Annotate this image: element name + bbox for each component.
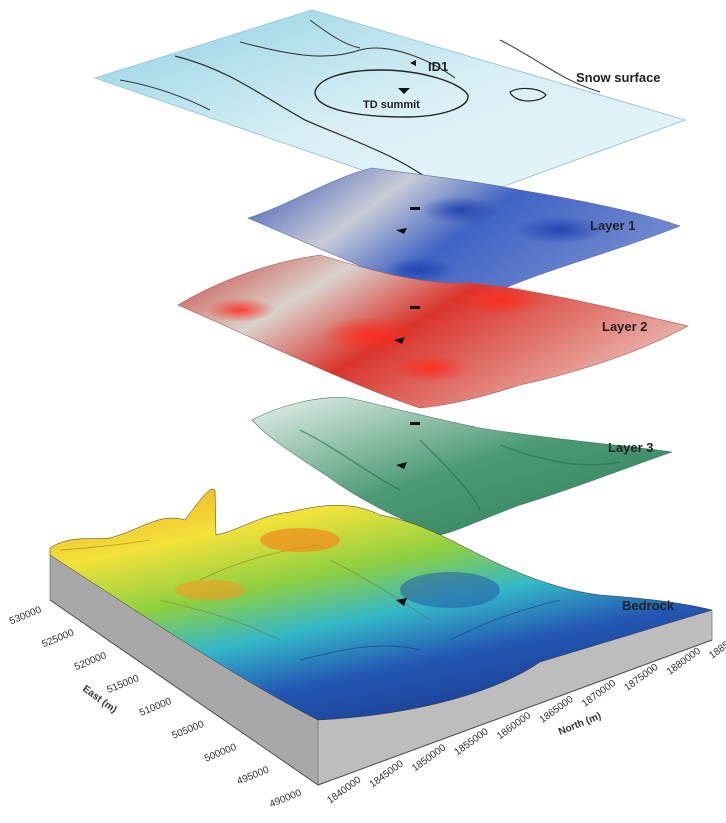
td-summit-label: TD summit	[363, 99, 420, 111]
east-tick-label: 515000	[106, 673, 141, 696]
id1-label: ID1	[428, 59, 448, 74]
layer3-surface: Layer 3	[251, 397, 673, 536]
north-axis-title: North (m)	[557, 711, 603, 738]
snow-surface-layer: ID1 TD summit Snow surface	[93, 9, 687, 204]
layer3-label: Layer 3	[608, 440, 654, 455]
east-tick-label: 495000	[236, 765, 271, 788]
east-tick-label: 530000	[8, 604, 43, 627]
snow-surface-label: Snow surface	[576, 70, 661, 85]
td-summit-marker-icon	[398, 88, 410, 94]
east-tick-label: 520000	[73, 650, 108, 673]
layer2-id1-marker-icon	[410, 306, 420, 309]
layer3-summit-marker-icon	[396, 462, 407, 469]
east-tick-label: 500000	[203, 742, 238, 765]
east-tick-label: 505000	[171, 719, 206, 742]
east-tick-label: 510000	[138, 696, 173, 719]
layer1-id1-marker-icon	[410, 207, 420, 210]
layer1-summit-marker-icon	[396, 228, 407, 234]
layer2-summit-marker-icon	[394, 337, 405, 344]
bedrock-label: Bedrock	[622, 598, 675, 613]
id1-marker-icon	[410, 60, 416, 66]
east-tick-label: 490000	[268, 787, 303, 810]
layer3-id1-marker-icon	[410, 422, 420, 425]
bedrock-summit-marker-icon	[396, 598, 407, 606]
layer1-surface: Layer 1	[247, 167, 681, 296]
east-tick-label: 525000	[41, 627, 76, 650]
layer2-label: Layer 2	[602, 319, 648, 334]
layer1-label: Layer 1	[590, 218, 636, 233]
bedrock-block: Bedrock	[49, 488, 713, 786]
layer2-surface: Layer 2	[177, 254, 689, 409]
